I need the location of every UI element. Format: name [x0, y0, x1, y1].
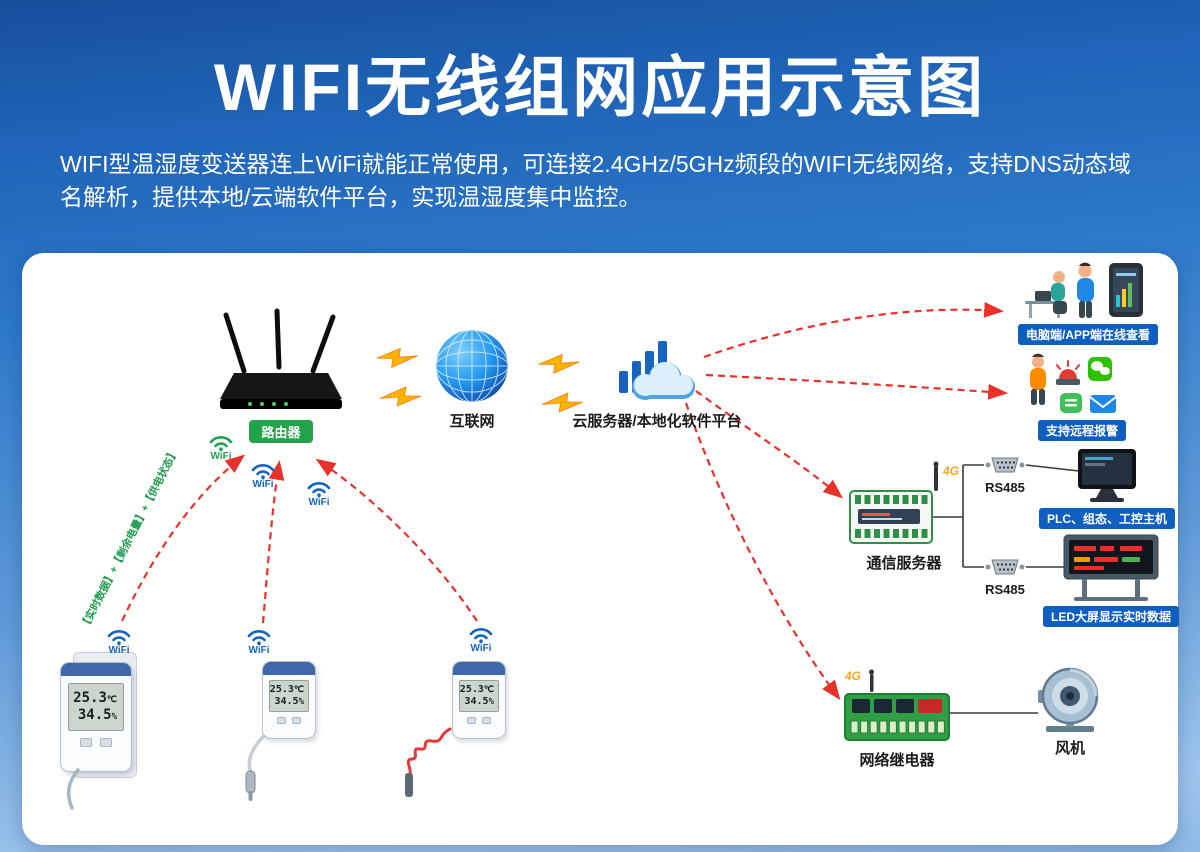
- rs485-top-label: RS485: [985, 480, 1025, 495]
- 4g-badge: 4G: [844, 669, 861, 683]
- hum-unit: %: [298, 697, 304, 707]
- blower-fan-icon: [1038, 667, 1099, 732]
- alarm-apps-icon: [1030, 353, 1117, 413]
- db9-connector-icon: [985, 457, 1025, 473]
- hum-value: 34.5: [274, 696, 299, 707]
- rs485-bottom-node: RS485: [970, 555, 1040, 597]
- wifi-waves-icon: [209, 436, 233, 451]
- comm-server-icon: 4G: [849, 461, 959, 544]
- wifi-waves-icon: [469, 628, 493, 643]
- hum-value: 34.5: [77, 707, 112, 723]
- relay-board-icon: 4G: [844, 669, 950, 741]
- remote-alarm-label: 支持远程报警: [1037, 420, 1126, 441]
- cloud-chart-icon: [619, 341, 695, 400]
- router-node: 路由器: [216, 307, 346, 443]
- rs485-top-node: RS485: [970, 453, 1040, 495]
- sensor-body: 25.3℃ 34.5%: [452, 661, 506, 739]
- wifi-waves-icon: [307, 482, 331, 497]
- sensor-lcd: 25.3℃ 34.5%: [68, 683, 124, 731]
- pc-app-label: 电脑端/APP端在线查看: [1018, 324, 1159, 345]
- relay-node: 4G 网络继电器: [842, 666, 952, 770]
- cloud-server-label: 云服务器/本地化软件平台: [572, 413, 742, 430]
- relay-label: 网络继电器: [859, 752, 935, 769]
- wifi-label: WiFi: [210, 451, 232, 462]
- fan-label: 风机: [1054, 740, 1085, 757]
- wifi-label: WiFi: [108, 645, 130, 656]
- sensor-2: 25.3℃ 34.5%: [236, 659, 336, 804]
- temp-value: 25.3: [459, 683, 484, 695]
- temp-value: 25.3: [73, 689, 107, 706]
- hum-unit: %: [111, 712, 117, 722]
- router-label: 路由器: [249, 420, 313, 443]
- sensor-lcd: 25.3℃ 34.5%: [459, 680, 499, 712]
- hum-value: 34.5: [464, 696, 489, 707]
- sensor-lcd: 25.3℃ 34.5%: [269, 680, 309, 712]
- description: WIFI型温湿度变送器连上WiFi就能正常使用，可连接2.4GHz/5GHz频段…: [60, 151, 1131, 211]
- led-billboard-icon: [1063, 534, 1159, 601]
- sensor-top-band: [453, 662, 505, 675]
- lightning-bolts-left: [376, 347, 421, 407]
- lightning-bolts-right: [538, 353, 583, 413]
- router-icon: [220, 308, 342, 409]
- sensor-buttons: [61, 738, 131, 747]
- sensor-3: 25.3℃ 34.5%: [398, 659, 530, 804]
- sensor-top-band: [61, 663, 131, 676]
- pc-app-node: 电脑端/APP端在线查看: [1018, 261, 1159, 345]
- plc-node: PLC、组态、工控主机: [1027, 447, 1187, 529]
- comm-server-label: 通信服务器: [866, 555, 942, 572]
- coiled-cable-icon: [405, 727, 452, 797]
- wifi-waves-icon: [247, 630, 271, 645]
- fan-node: 风机: [1028, 666, 1112, 758]
- wifi-icon-sensor-3: WiFi: [468, 623, 494, 654]
- sensor-1: 25.3℃ 34.5%: [60, 652, 150, 810]
- plc-label: PLC、组态、工控主机: [1038, 508, 1175, 529]
- sensor-cable: [66, 768, 80, 810]
- wifi-label: WiFi: [308, 497, 330, 508]
- wifi-icon-router: WiFi: [208, 431, 234, 462]
- wifi-label: WiFi: [252, 479, 274, 490]
- sensor-top-band: [263, 662, 315, 675]
- temp-unit: ℃: [483, 684, 494, 695]
- people-computer-icon: [1025, 262, 1143, 318]
- temp-unit: ℃: [106, 694, 117, 705]
- sensor-buttons: [453, 717, 505, 724]
- sensor-buttons: [263, 717, 315, 724]
- wifi-waves-icon: [251, 464, 275, 479]
- 4g-badge: 4G: [942, 464, 959, 478]
- page-title: WIFI无线组网应用示意图: [213, 50, 987, 124]
- wifi-label: WiFi: [470, 643, 492, 654]
- internet-node: 互联网: [430, 325, 514, 431]
- cloud-server-node: 云服务器/本地化软件平台: [549, 329, 765, 431]
- led-label: LED大屏显示实时数据: [1042, 606, 1179, 627]
- hum-unit: %: [488, 697, 494, 707]
- data-chain-label: 【实时数据】+【剩余电量】+【供电状态】: [78, 446, 181, 632]
- wifi-icon-router-3: WiFi: [306, 477, 332, 508]
- temp-value: 25.3: [269, 683, 294, 695]
- wifi-icon-sensor-1: WiFi: [106, 625, 132, 656]
- temp-unit: ℃: [293, 684, 304, 695]
- remote-alarm-node: 支持远程报警: [1012, 353, 1152, 441]
- globe-icon: [435, 329, 509, 403]
- wifi-waves-icon: [107, 630, 131, 645]
- diagram-card: 路由器 WiFi WiFi WiFi: [22, 253, 1179, 845]
- wifi-icon-sensor-2: WiFi: [246, 625, 272, 656]
- sensor-body: 25.3℃ 34.5%: [262, 661, 316, 739]
- sensor-body: 25.3℃ 34.5%: [60, 662, 132, 772]
- db9-connector-icon: [985, 559, 1025, 575]
- monitor-icon: [1078, 449, 1136, 502]
- wifi-icon-router-2: WiFi: [250, 459, 276, 490]
- rs485-bottom-label: RS485: [985, 582, 1025, 597]
- led-node: LED大屏显示实时数据: [1031, 533, 1191, 627]
- internet-label: 互联网: [449, 413, 495, 430]
- comm-server-node: 4G 通信服务器: [848, 457, 960, 573]
- wifi-label: WiFi: [248, 645, 270, 656]
